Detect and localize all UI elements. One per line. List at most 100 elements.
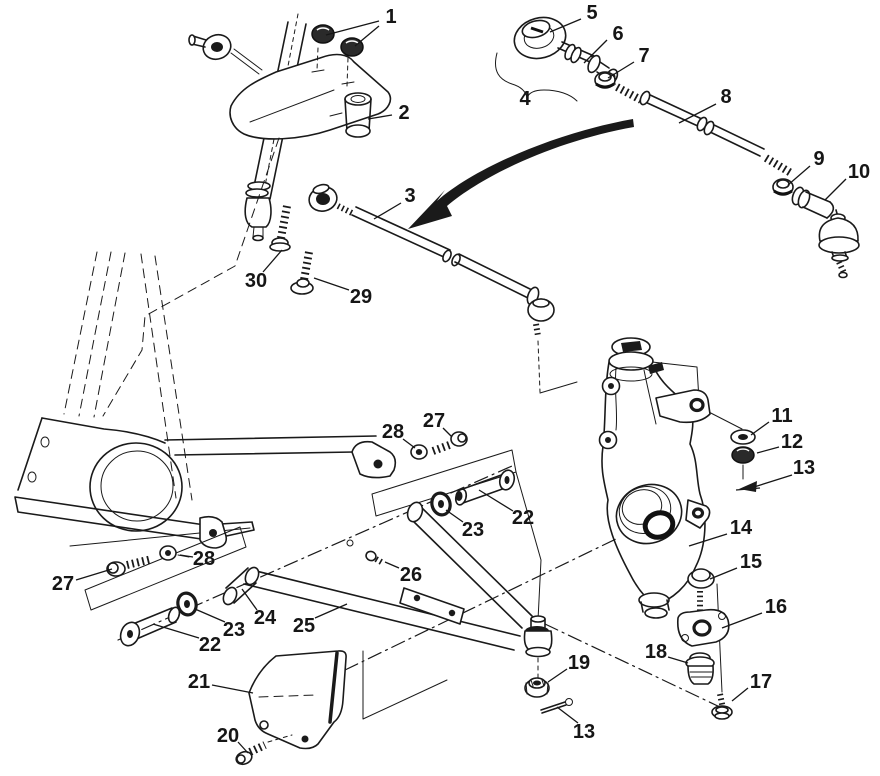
- ball-joint-18: [685, 652, 715, 685]
- leader-line: [824, 178, 847, 201]
- callout-label: 13: [573, 721, 595, 743]
- column-clamp: [229, 47, 392, 140]
- callout-label: 20: [217, 725, 239, 747]
- leader-line: [731, 687, 749, 702]
- mount-plate: [399, 587, 465, 625]
- leader-line: [384, 561, 400, 569]
- callout-label: 27: [423, 410, 445, 432]
- leader-line: [688, 533, 728, 547]
- leader-line: [709, 567, 738, 580]
- callout-label: 2: [398, 102, 409, 124]
- callout-label: 13: [793, 457, 815, 479]
- steering-column: [244, 13, 307, 242]
- callout-label: 21: [188, 671, 210, 693]
- leader-line: [313, 277, 350, 291]
- leader-line: [667, 656, 689, 664]
- plate-16: [676, 608, 730, 647]
- direction-arrow: [408, 119, 634, 229]
- ball-joint-stack: [676, 568, 733, 720]
- callout-label: 3: [404, 185, 415, 207]
- callout-label: 24: [254, 607, 277, 629]
- callout-label: 17: [750, 671, 772, 693]
- leader-line: [325, 20, 380, 36]
- leader-line: [262, 249, 283, 273]
- callout-label: 22: [512, 507, 534, 529]
- leader-line: [179, 554, 194, 558]
- callout-label: 29: [350, 286, 372, 308]
- callout-label: 7: [638, 45, 649, 67]
- leader-line: [787, 165, 811, 186]
- callout-label: 30: [245, 270, 267, 292]
- leader-line: [354, 25, 380, 47]
- callout-label: 11: [771, 405, 792, 427]
- leader-line: [549, 18, 582, 33]
- bolt-20: [235, 734, 293, 766]
- leader-line: [445, 509, 464, 523]
- callout-label: 23: [223, 619, 245, 641]
- tie-rod-end-10: [791, 186, 860, 279]
- callout-label: 1: [385, 6, 396, 28]
- cotter-pin-arrow: [739, 481, 757, 492]
- callout-label: 27: [52, 573, 74, 595]
- leader-line: [678, 103, 717, 124]
- leader-line: [750, 421, 770, 436]
- leader-line: [721, 612, 763, 629]
- callout-label: 9: [813, 148, 824, 170]
- upper-mount-bracket: [351, 440, 397, 479]
- leader-line: [402, 438, 416, 449]
- callout-label: 14: [730, 517, 753, 539]
- tie-rod-right-assembly: [495, 16, 860, 279]
- callout-label: 4: [519, 88, 531, 110]
- lower-ear: [685, 499, 711, 529]
- steering-knuckle: [598, 337, 711, 619]
- callout-label: 18: [645, 641, 667, 663]
- callout-label: 16: [765, 596, 787, 618]
- upper-left-rod-end: [188, 33, 263, 75]
- callout-label: 12: [781, 431, 803, 453]
- leader-line: [373, 202, 402, 220]
- callout-label: 5: [586, 2, 597, 24]
- leader-line: [583, 39, 608, 64]
- callout-label: 15: [740, 551, 762, 573]
- upper-pivot-parts: [410, 431, 516, 517]
- callout-label: 6: [612, 23, 623, 45]
- leader-line: [237, 741, 249, 754]
- leader-line: [194, 608, 226, 623]
- leader-line: [442, 427, 453, 438]
- leader-line: [478, 489, 514, 512]
- bolt-17: [711, 693, 733, 720]
- leader-line: [547, 668, 568, 683]
- leader-line: [556, 706, 579, 724]
- callout-label: 26: [400, 564, 422, 586]
- callout-label: 28: [382, 421, 404, 443]
- bolt-30: [269, 205, 291, 252]
- callout-label: 22: [199, 634, 221, 656]
- hub: [615, 483, 683, 545]
- frame: [14, 137, 397, 549]
- washer-nut-stack: [730, 429, 761, 492]
- nut-7: [594, 71, 616, 89]
- callout-label: 10: [848, 161, 870, 183]
- a-arm: [222, 501, 553, 681]
- bolt-29: [290, 251, 314, 295]
- tie-rod-center: [308, 183, 743, 430]
- nut-cotter: [524, 677, 573, 714]
- nut-9: [772, 178, 794, 196]
- callout-label: 23: [462, 519, 484, 541]
- callouts: 1234567891011121314151617181913202122222…: [52, 2, 870, 754]
- lower-pivot-parts: [106, 545, 198, 647]
- leader-line: [75, 568, 113, 581]
- leader-line: [152, 623, 200, 639]
- callout-label: 19: [568, 652, 590, 674]
- callout-label: 8: [720, 86, 731, 108]
- leader-line: [607, 61, 635, 79]
- guard: [248, 650, 347, 750]
- callout-label: 25: [293, 615, 315, 637]
- leader-line: [756, 446, 780, 454]
- column-nuts: [311, 24, 364, 57]
- steering-arm: [655, 389, 711, 424]
- callout-label: 28: [193, 548, 215, 570]
